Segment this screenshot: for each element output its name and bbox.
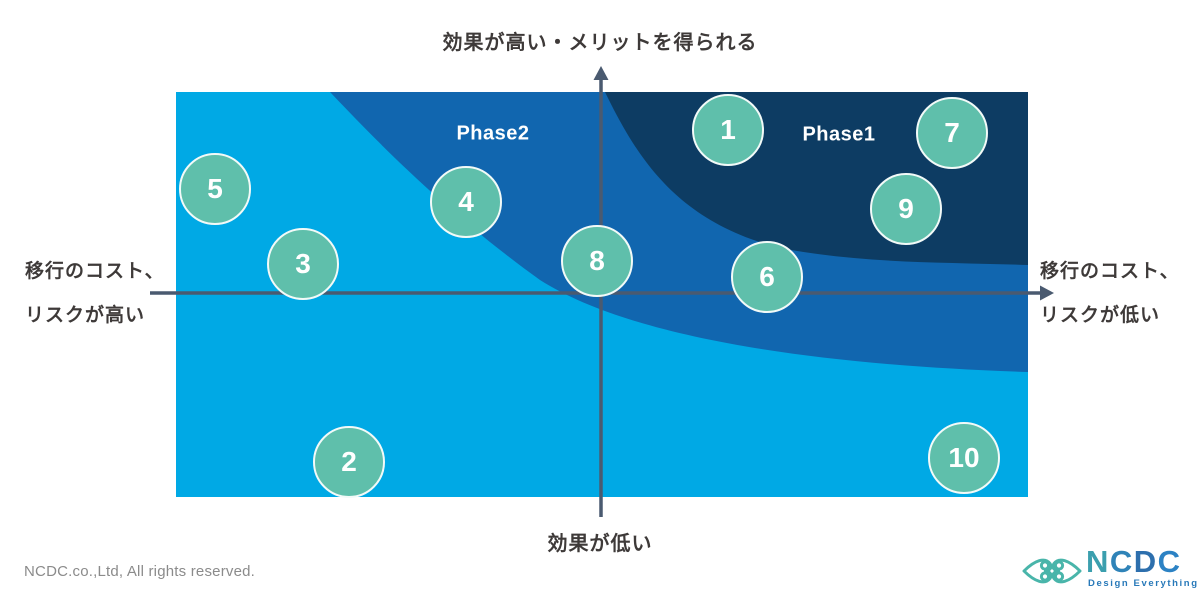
axis-label-left-line1: 移行のコスト、 bbox=[25, 261, 165, 282]
axis-label-left: 移行のコスト、 リスクが高い bbox=[25, 250, 165, 338]
item-circle-9: 9 bbox=[870, 173, 942, 245]
item-circle-2: 2 bbox=[313, 426, 385, 498]
ncdc-tagline: Design Everything bbox=[1088, 578, 1199, 589]
axis-label-right-line1: 移行のコスト、 bbox=[1040, 261, 1180, 282]
phase2-label: Phase2 bbox=[456, 122, 530, 145]
up-arrowhead-icon bbox=[593, 66, 609, 80]
wordmark-letter: D bbox=[1133, 544, 1158, 579]
wordmark-letter: N bbox=[1086, 544, 1110, 579]
axis-label-right: 移行のコスト、 リスクが低い bbox=[1040, 250, 1180, 338]
item-circle-1: 1 bbox=[692, 94, 764, 166]
copyright-text: NCDC.co.,Ltd, All rights reserved. bbox=[24, 563, 256, 580]
axis-label-left-line2: リスクが高い bbox=[25, 305, 146, 326]
item-circle-4: 4 bbox=[430, 166, 502, 238]
ncdc-clover-icon bbox=[1022, 558, 1082, 584]
item-circle-7: 7 bbox=[916, 97, 988, 169]
wordmark-letter: C bbox=[1109, 544, 1134, 579]
item-circle-8: 8 bbox=[561, 225, 633, 297]
axis-label-right-line2: リスクが低い bbox=[1040, 305, 1161, 326]
phase1-label: Phase1 bbox=[802, 123, 876, 146]
item-circle-3: 3 bbox=[267, 228, 339, 300]
wordmark-letter: C bbox=[1157, 544, 1182, 579]
axis-label-top: 効果が高い・メリットを得られる bbox=[442, 32, 758, 54]
right-arrowhead-icon bbox=[1040, 285, 1054, 301]
ncdc-wordmark: NCDC bbox=[1086, 546, 1182, 577]
ncdc-logo: NCDC Design Everything bbox=[1022, 546, 1197, 594]
item-circle-6: 6 bbox=[731, 241, 803, 313]
axis-label-bottom: 効果が低い bbox=[547, 533, 653, 555]
item-circle-10: 10 bbox=[928, 422, 1000, 494]
item-circle-5: 5 bbox=[179, 153, 251, 225]
